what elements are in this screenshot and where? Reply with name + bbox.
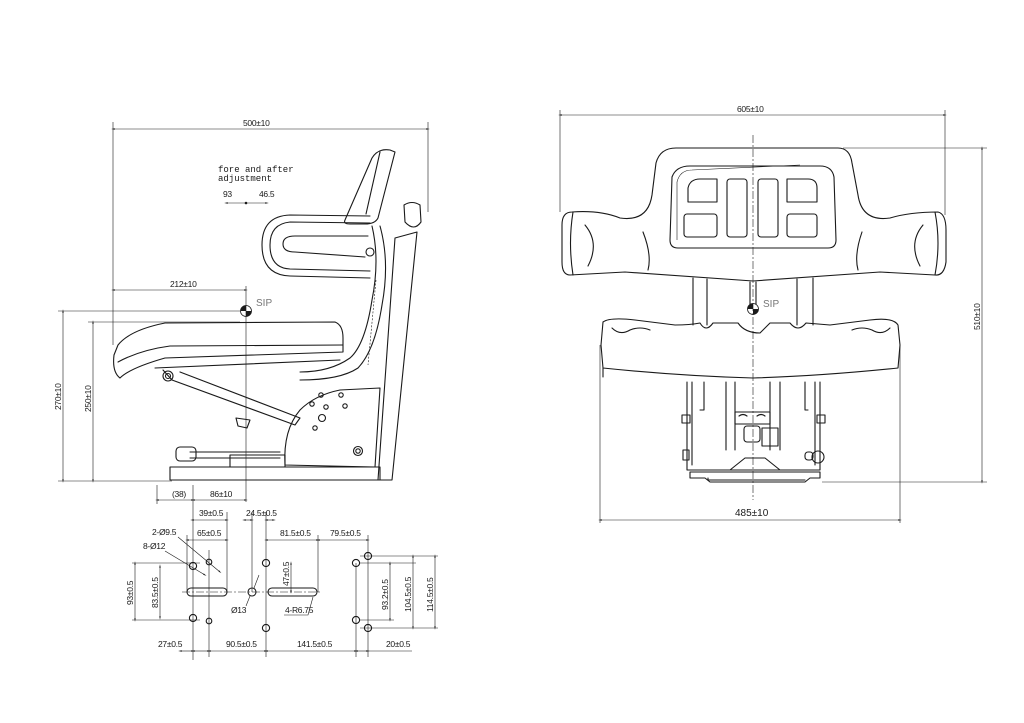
dim-overall-width: 605±10: [737, 104, 764, 114]
dim-cushion-width: 485±10: [735, 508, 769, 519]
dim-114-5: 114.5±0.5: [425, 577, 435, 612]
dim-79-5: 79.5±0.5: [330, 528, 361, 538]
dim-height-sip: 270±10: [53, 383, 63, 410]
dim-overall-length: 500±10: [243, 118, 270, 128]
sip-label-side: SIP: [256, 298, 272, 309]
adjust-forward-value: 46.5: [259, 189, 275, 199]
dim-overall-height: 510±10: [972, 303, 982, 330]
front-view: 605±10 510±10 485±10: [558, 104, 987, 523]
dim-93: 93±0.5: [125, 580, 135, 605]
dim-sip-distance: 212±10: [170, 279, 197, 289]
dim-104-5: 104.5±0.5: [403, 576, 413, 612]
dim-90-5: 90.5±0.5: [226, 639, 257, 649]
sip-label-front: SIP: [763, 299, 779, 310]
label-holes-9-5: 2-Ø9.5: [152, 527, 177, 537]
dim-81-5: 81.5±0.5: [280, 528, 311, 538]
dim-141-5: 141.5±0.5: [297, 639, 333, 649]
label-hole-13: Ø13: [231, 605, 247, 615]
label-holes-12: 8-Ø12: [143, 541, 166, 551]
dim-47: 47±0.5: [281, 561, 291, 586]
adjustment-note-line2: adjustment: [218, 174, 272, 184]
mounting-plate: 39±0.5 24.5±0.5 65±0.5 81.5±0.5 79.5±0.5…: [125, 508, 438, 657]
base-dimensions: (38) 86±10: [155, 485, 248, 660]
dim-65: 65±0.5: [197, 528, 222, 538]
adjust-back-value: 93: [223, 189, 232, 199]
adjustment-note-line1: fore and after: [218, 165, 294, 175]
dim-20: 20±0.5: [386, 639, 411, 649]
dim-93-2: 93.2±0.5: [380, 579, 390, 610]
dim-24-5: 24.5±0.5: [246, 508, 277, 518]
dim-27: 27±0.5: [158, 639, 183, 649]
dim-base-offset: (38): [172, 489, 186, 499]
dim-39: 39±0.5: [199, 508, 224, 518]
label-slots: 4-R6.75: [285, 605, 314, 615]
dim-83-5: 83.5±0.5: [150, 577, 160, 608]
dim-height-cushion: 250±10: [83, 385, 93, 412]
side-view: 500±10 fore and after adjustment 93 46.5…: [53, 118, 430, 502]
dim-base-length: 86±10: [210, 489, 233, 499]
